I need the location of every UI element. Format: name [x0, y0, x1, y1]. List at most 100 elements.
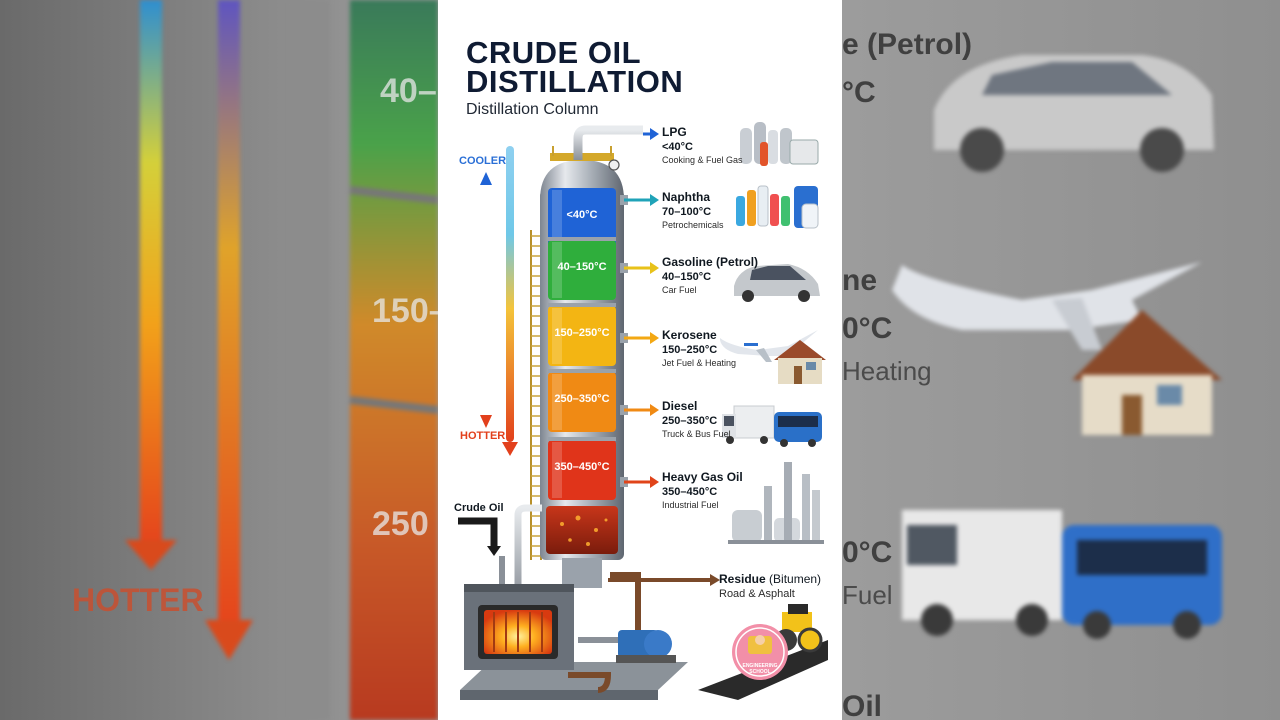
product-kerosene-temp: 150–250°C: [662, 344, 718, 356]
column-band-highlight: [552, 374, 562, 430]
product-heavy-gas-oil-temp: 350–450°C: [662, 486, 718, 498]
column-bottom-glow: [546, 506, 618, 554]
residue-name-main: Residue: [719, 572, 766, 586]
product-arrowhead: [650, 194, 659, 206]
product-arrowhead: [650, 404, 659, 416]
bg-text-r8: Oil: [842, 690, 883, 720]
column-band: [548, 372, 616, 432]
bg-text-r2: °C: [842, 76, 876, 109]
engineering-school-logo: [732, 624, 788, 680]
product-diesel-name: Diesel: [662, 399, 698, 413]
column-tray: [548, 437, 616, 441]
title-line-1: CRUDE OIL: [466, 35, 641, 70]
page-subtitle: Distillation Column: [466, 101, 599, 118]
lpg-cylinders-icon: [740, 122, 819, 166]
column-band: [548, 240, 616, 300]
house-icon: [774, 340, 826, 384]
background-left: 40– 150– 250 HOTTER: [0, 0, 438, 720]
product-naphtha-use: Petrochemicals: [662, 220, 724, 230]
column-band-label: 350–450°C: [554, 461, 609, 473]
cooler-label: COOLER: [459, 155, 507, 167]
pump: [578, 630, 676, 663]
product-arrowhead: [650, 262, 659, 274]
bg-text-r6: 0°C: [842, 536, 893, 569]
bus-icon: [774, 412, 822, 447]
hotter-label: HOTTER: [460, 430, 506, 442]
column-band-label: 150–250°C: [554, 327, 609, 339]
bg-text-r5: Heating: [842, 356, 932, 386]
residue-use: Road & Asphalt: [719, 588, 795, 600]
temperature-gradient-bar: [506, 146, 514, 442]
product-heavy-gas-oil-use: Industrial Fuel: [662, 500, 719, 510]
residue-name: Residue (Bitumen): [719, 572, 821, 586]
bg-arrow-head-2: [205, 620, 253, 660]
column-band-label: <40°C: [566, 209, 597, 221]
background-right: e (Petrol) °C ne 0°C Heating 0°C Fuel Oi…: [842, 0, 1280, 720]
product-diesel-use: Truck & Bus Fuel: [662, 429, 731, 439]
background-right-art: [892, 55, 1222, 639]
hotter-arrowhead: [480, 415, 492, 428]
column-temperature-bands: <40°C 40–150°C 150–250°C 250–350°C 350–450°C: [548, 188, 616, 500]
bg-text-r7: Fuel: [842, 580, 893, 610]
bg-text-r1: e (Petrol): [842, 28, 973, 61]
column-band-highlight: [552, 242, 562, 298]
product-diesel-temp: 250–350°C: [662, 415, 718, 427]
infographic-panel: CRUDE OIL DISTILLATION Distillation Colu…: [438, 0, 842, 720]
product-kerosene-name: Kerosene: [662, 328, 717, 342]
column-band-label: 40–150°C: [557, 261, 606, 273]
column-band: [548, 188, 616, 248]
product-lpg-use: Cooking & Fuel Gas: [662, 155, 743, 165]
crude-oil-feed-pipe: [458, 517, 498, 546]
furnace: [464, 584, 612, 693]
product-heavy-gas-oil-name: Heavy Gas Oil: [662, 470, 743, 484]
product-lpg-temp: <40°C: [662, 141, 694, 153]
product-arrowhead: [650, 128, 659, 140]
background-left-art: [125, 0, 438, 720]
column-tray: [548, 303, 616, 307]
overhead-vapor-pipe: [573, 125, 643, 160]
gradient-bar-arrowhead: [502, 442, 518, 456]
column-skirt: [562, 558, 602, 588]
bg-text-r4: 0°C: [842, 312, 893, 345]
product-kerosene-use: Jet Fuel & Heating: [662, 358, 737, 368]
cooler-arrowhead: [480, 172, 492, 185]
bg-arrow-cooler-hotter: [140, 0, 162, 540]
bg-arrow-2: [218, 0, 240, 620]
product-gasoline-name: Gasoline (Petrol): [662, 255, 759, 269]
car-icon: [734, 264, 820, 302]
bg-text-3: 250: [372, 505, 429, 543]
distillation-illustration: <40°C 40–150°C 150–250°C 250–350°C 350–450°C: [458, 122, 828, 700]
product-gasoline-temp: 40–150°C: [662, 271, 712, 283]
product-lpg-name: LPG: [662, 125, 687, 139]
page-title: CRUDE OIL DISTILLATION: [466, 35, 684, 99]
product-arrows: [620, 128, 659, 488]
bg-text-1: 40–: [380, 72, 437, 110]
column-band-label: 250–350°C: [554, 393, 609, 405]
bg-text-hotter: HOTTER: [72, 582, 204, 618]
industrial-plant-icon: [728, 462, 824, 544]
bg-ladder: [290, 0, 330, 720]
pressure-gauge-icon: [608, 159, 620, 171]
bg-text-r3: ne: [842, 264, 878, 297]
bg-text-2: 150–: [372, 292, 438, 330]
crude-oil-feed-arrowhead: [487, 546, 501, 556]
column-band: [548, 306, 616, 366]
product-gasoline-use: Car Fuel: [662, 285, 697, 295]
title-line-2: DISTILLATION: [466, 64, 684, 99]
product-arrowhead: [650, 476, 659, 488]
column-band-highlight: [552, 442, 562, 498]
bg-column: [350, 0, 438, 720]
residue-arrowhead: [710, 574, 720, 586]
crude-oil-label: Crude Oil: [454, 502, 504, 514]
truck-icon: [722, 405, 775, 444]
column-tray: [548, 237, 616, 241]
product-arrowhead: [650, 332, 659, 344]
residue-qualifier: (Bitumen): [769, 572, 822, 586]
column-band-highlight: [552, 308, 562, 364]
column-band-highlight: [552, 190, 562, 246]
column-band: [548, 440, 616, 500]
product-naphtha-name: Naphtha: [662, 190, 710, 204]
column-tray: [548, 369, 616, 373]
petrochemicals-icon: [736, 185, 819, 229]
logo-text: ENGINEERING SCHOOL: [742, 663, 778, 675]
